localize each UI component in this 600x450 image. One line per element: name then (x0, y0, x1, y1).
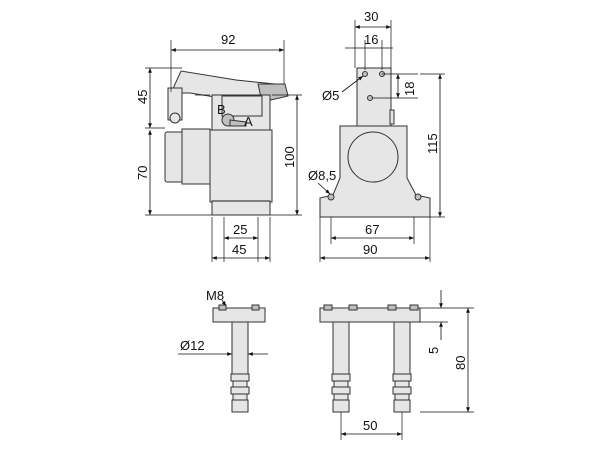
leader-d5 (341, 75, 364, 93)
dim-92: 92 (221, 32, 235, 47)
bolt-side-view: M8 Ø12 (178, 288, 268, 413)
side-pivot (169, 112, 181, 124)
bolt-side-ring-3 (230, 386, 250, 395)
bolt-front-left-tip (332, 399, 350, 413)
dim-d5: Ø5 (322, 88, 339, 103)
bolt-front-left-shank (332, 321, 350, 375)
front-tab (389, 109, 395, 125)
dim-80: 80 (453, 356, 468, 370)
bolt-front-right-ring-2 (394, 380, 410, 388)
bolt-side-shank (231, 321, 249, 375)
front-view: 30 16 Ø5 18 115 Ø8,5 67 90 (308, 9, 445, 262)
dim-d85: Ø8,5 (308, 168, 336, 183)
dim-45v: 45 (135, 90, 150, 104)
dim-115: 115 (425, 133, 440, 154)
bolt-front-left-ring-4 (333, 393, 349, 401)
bolt-side-ring-1 (230, 373, 250, 382)
bolt-front-right-shank (393, 321, 411, 375)
bolt-front-nut-4 (409, 304, 419, 311)
front-hole-3 (367, 95, 373, 101)
dim-16: 16 (364, 32, 378, 47)
leader-d85 (317, 182, 331, 195)
dim-30: 30 (364, 9, 378, 24)
dim-50: 50 (363, 418, 377, 433)
side-bulb-collar (181, 128, 211, 185)
bolt-front-nut-1 (323, 304, 333, 311)
bolt-front-right-ring-1 (392, 373, 412, 382)
front-base-hole-right (414, 193, 422, 201)
bolt-side-ring-2 (232, 380, 248, 388)
bolt-front-left-ring-2 (333, 380, 349, 388)
bolt-front-left-ring-3 (331, 386, 351, 395)
mark-b: B (217, 102, 226, 117)
bolt-front-left (331, 321, 351, 413)
bolt-front-right (392, 321, 412, 413)
side-view: B A 92 45 70 100 25 (135, 32, 302, 262)
bolt-front-left-ring-1 (331, 373, 351, 382)
bolt-front-plate (319, 307, 421, 323)
bolt-front-right-ring-4 (394, 393, 410, 401)
dim-70: 70 (135, 166, 150, 180)
bolt-front-nut-3 (387, 304, 397, 311)
bolt-side-tip (231, 399, 249, 413)
side-clamp-cap (221, 95, 263, 117)
bolt-front-right-tip (393, 399, 411, 413)
dim-45h: 45 (232, 242, 246, 257)
front-hole-1 (362, 71, 368, 77)
dim-m8: M8 (206, 288, 224, 303)
dim-d12: Ø12 (180, 338, 205, 353)
dim-25: 25 (233, 222, 247, 237)
bolt-side-nut-right (251, 304, 260, 311)
dim-18: 18 (402, 82, 417, 96)
bolt-front-view: 5 80 50 (319, 290, 474, 440)
front-bore (347, 131, 399, 183)
dim-90: 90 (363, 242, 377, 257)
side-body (209, 129, 273, 203)
front-base-hole-left (327, 193, 335, 201)
dim-67: 67 (365, 222, 379, 237)
bolt-side-ring-4 (232, 393, 248, 401)
bolt-front-right-ring-3 (392, 386, 412, 395)
dim-100: 100 (282, 146, 297, 168)
mark-a: A (244, 114, 253, 129)
leader-m8 (221, 299, 227, 307)
side-knob-stem (229, 119, 247, 127)
dim-5: 5 (426, 347, 441, 354)
side-base (211, 200, 271, 216)
bolt-front-nut-2 (348, 304, 358, 311)
bolt-side-nut-left (218, 304, 227, 311)
